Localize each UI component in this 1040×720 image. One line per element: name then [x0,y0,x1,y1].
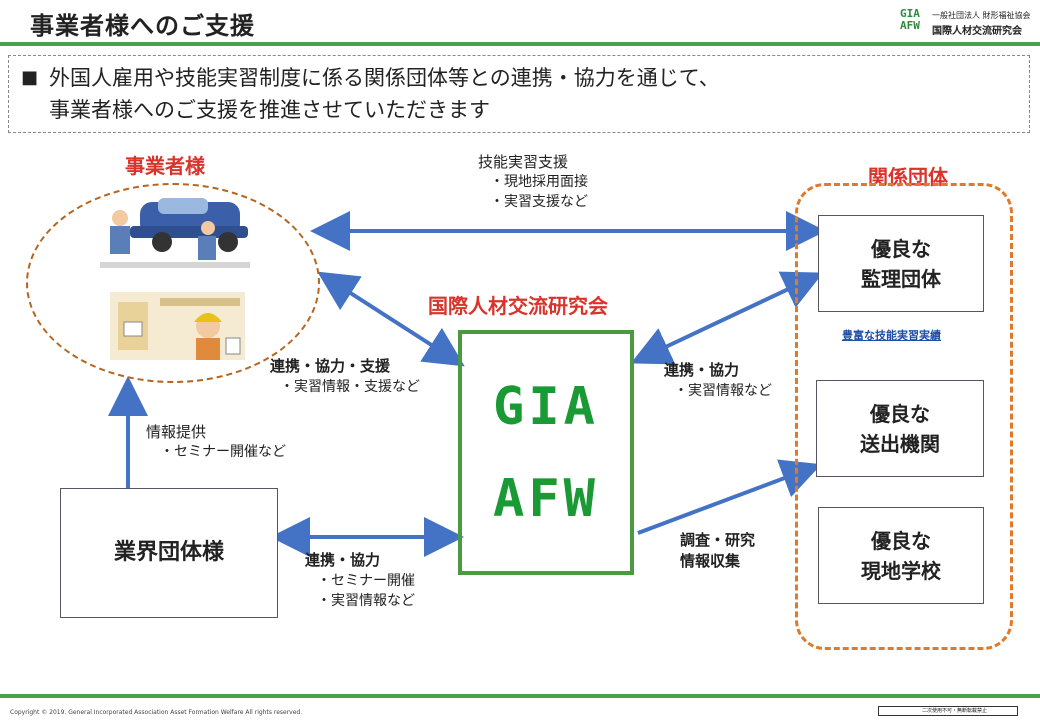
business-label: 事業者様 [125,154,205,178]
intro-line-1: 外国人雇用や技能実習制度に係る関係団体等との連携・協力を通じて、 [21,62,1029,94]
left-edge-title: 連携・協力・支援 [270,357,391,375]
org-local-school: 優良な 現地学校 [818,507,984,604]
construction-illustration [110,292,245,360]
intro-line-2: 事業者様へのご支援を推進させていただきます [49,98,490,122]
top-edge-item: ・実習支援など [490,194,588,210]
arrow-business-center [317,271,465,367]
header-divider [0,42,1040,46]
right-edge-title: 連携・協力 [664,361,740,379]
left-edge-note: 連携・協力・支援 ・実習情報・支援など [270,356,420,397]
center-logo-box: GIA AFW [458,330,634,575]
logo-org-line1: 一般社団法人 財形福祉協会 [932,11,1031,20]
right-edge-item: ・実習情報など [674,383,772,399]
research-edge-sub: 情報収集 [680,552,741,570]
organizations-container [795,183,1013,650]
info-edge-title: 情報提供 [146,423,207,441]
industry-group-box: 業界団体様 [60,488,278,618]
bottom-edge-note: 連携・協力 ・セミナー開催 ・実習情報など [305,550,415,611]
info-edge-item: ・セミナー開催など [160,444,286,460]
business-oval [26,183,320,383]
center-org-label: 国際人材交流研究会 [428,294,608,318]
research-edge-title: 調査・研究 [680,531,756,549]
center-logo-gia: GIA [493,376,599,437]
logo-mark: GIA AFW [900,7,920,32]
research-edge-note: 調査・研究 情報収集 [680,530,755,572]
bottom-edge-item: ・実習情報など [317,593,415,609]
mechanics-illustration [100,198,250,268]
copyright-text: Copyright © 2019. General Incorporated A… [10,709,303,716]
right-edge-note: 連携・協力 ・実習情報など [664,360,772,401]
top-edge-item: ・現地採用面接 [490,174,588,190]
bottom-edge-item: ・セミナー開催 [317,573,415,589]
footer-label-box: 二次使用不可・無断転載禁止 [878,706,1018,716]
page-title: 事業者様へのご支援 [30,12,255,40]
logo-org-line2: 国際人材交流研究会 [932,26,1022,37]
org-logo: GIA AFW 一般社団法人 財形福祉協会 国際人材交流研究会 [900,7,1035,38]
info-edge-note: 情報提供 ・セミナー開催など [146,422,286,462]
org1-achievements-link[interactable]: 豊富な技能実習実績 [842,329,941,342]
top-edge-title: 技能実習支援 [478,153,569,171]
left-edge-item: ・実習情報・支援など [280,379,420,395]
org-sending-agency: 優良な 送出機関 [816,380,984,477]
top-edge-note: 技能実習支援 ・現地採用面接 ・実習支援など [478,152,588,212]
org-supervising-body: 優良な 監理団体 [818,215,984,312]
intro-box: 外国人雇用や技能実習制度に係る関係団体等との連携・協力を通じて、 事業者様へのご… [8,55,1030,133]
footer-divider [0,694,1040,698]
arrow-center-org1 [630,271,824,365]
center-logo-afw: AFW [493,468,599,529]
bottom-edge-title: 連携・協力 [305,551,381,569]
arrow-center-org2 [637,459,822,535]
